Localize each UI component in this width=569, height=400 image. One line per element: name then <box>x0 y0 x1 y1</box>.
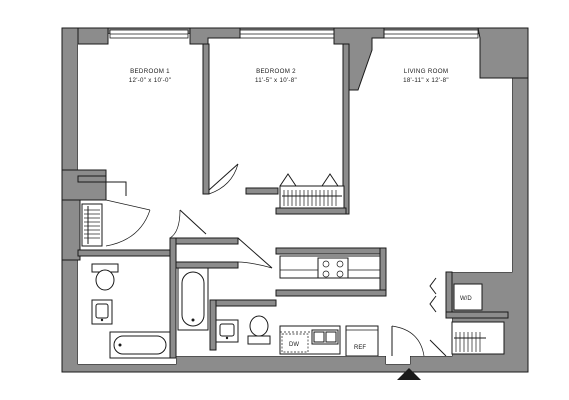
living-room-dims: 18'-11" x 12'-8" <box>403 77 449 84</box>
closet-entry <box>451 321 505 355</box>
dishwasher-label: DW <box>289 342 299 348</box>
sink-icon <box>91 299 113 325</box>
room-labels: BEDROOM 1 12'-0" x 10'-0" BEDROOM 2 11'-… <box>129 68 449 84</box>
range-icon <box>317 257 349 279</box>
washer-dryer: W/D <box>453 283 483 311</box>
windows <box>109 29 479 39</box>
closet-bedroom2 <box>279 173 345 209</box>
bedroom1-dims: 12'-0" x 10'-0" <box>129 77 172 84</box>
refrigerator-label: REF <box>354 345 366 351</box>
refrigerator-icon <box>345 325 379 357</box>
wall-br1-br2 <box>202 43 210 195</box>
bathtub-icon <box>109 331 171 359</box>
columns <box>61 27 529 261</box>
shower-tub-icon <box>177 267 209 331</box>
bathroom-1 <box>91 263 171 359</box>
washer-dryer-icon <box>453 283 483 311</box>
toilet-icon <box>247 315 271 345</box>
toilet-icon <box>91 263 119 291</box>
entry-arrow-icon <box>397 368 421 380</box>
washer-dryer-label: W/D <box>460 296 472 302</box>
living-room-name: LIVING ROOM <box>404 68 449 75</box>
closet-bedroom1 <box>81 181 151 247</box>
kitchen-sink-icon <box>311 329 339 345</box>
sink-icon <box>215 319 239 343</box>
bedroom1-name: BEDROOM 1 <box>130 68 170 75</box>
interior-walls <box>77 43 509 359</box>
dishwasher-icon <box>281 333 309 353</box>
bedroom2-dims: 11'-5" x 10'-8" <box>255 77 297 84</box>
kitchen: DW REF <box>279 255 381 357</box>
bedroom2-name: BEDROOM 2 <box>256 68 296 75</box>
doors <box>169 163 447 357</box>
bathroom-2 <box>177 267 271 345</box>
